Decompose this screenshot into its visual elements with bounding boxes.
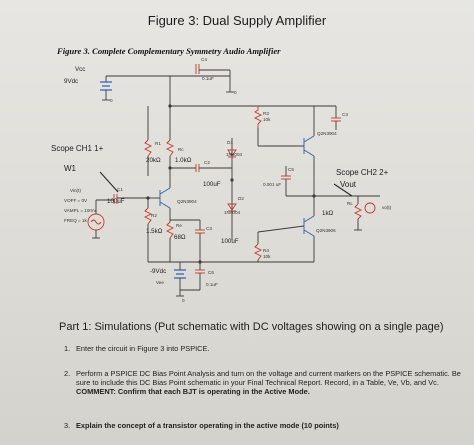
c6-name: C6 [208, 270, 214, 275]
wire [257, 225, 305, 233]
r3-value: 10k [263, 117, 271, 122]
c3-name: C3 [342, 112, 348, 117]
vee-label: Vee [156, 280, 164, 285]
transistor-lead [159, 201, 171, 209]
r1-name: R1 [155, 141, 161, 146]
task-number: 1. [64, 344, 71, 353]
vcc-label: Vcc [75, 66, 86, 73]
part1-heading: Part 1: Simulations (Put schematic with … [59, 321, 444, 333]
d1-value: 1N4004 [226, 152, 243, 157]
freq-label: FREQ = 1k [64, 218, 87, 223]
vout-label: Vout [340, 180, 357, 189]
q3-name: Q2N3904 [317, 131, 337, 136]
r2-name: R2 [151, 213, 157, 218]
c2-value: 100uF [203, 181, 221, 188]
r1-value: 20kΩ [146, 157, 161, 164]
transistor-lead [303, 229, 315, 237]
sine-wave [90, 219, 102, 225]
task-body: Perform a PSPICE DC Bias Point Analysis … [76, 369, 464, 396]
task-number: 3. [64, 421, 71, 430]
r2-value: 1.5kΩ [146, 228, 163, 235]
resistor [165, 221, 175, 239]
scope-ch2-label: Scope CH2 2+ [336, 168, 389, 177]
task-bold-text: Explain the concept of a transistor oper… [76, 421, 339, 430]
diode [227, 203, 237, 211]
c1-value: 100uF [107, 198, 125, 205]
transistor-lead [303, 135, 315, 143]
junction-dot [198, 260, 202, 264]
vin-name: Vin(t) [70, 188, 81, 193]
q2-name: Q2N3906 [316, 228, 336, 233]
junction-dot [312, 194, 316, 198]
scope-ch1-label: Scope CH1 1+ [51, 144, 104, 153]
r4-name: R4 [263, 248, 269, 253]
task-number: 2. [64, 369, 71, 378]
c2-name: C2 [204, 160, 210, 165]
d2-value: 1N4004 [224, 210, 241, 215]
rc-name: Rc [178, 147, 184, 152]
c3b-name: C3 [206, 226, 212, 231]
transistor-lead [159, 187, 171, 195]
diode [227, 149, 237, 157]
vcc-value: 9Vdc [64, 78, 79, 85]
rl-value: 1kΩ [322, 210, 334, 217]
vampl-label: VAMPL = 10mV [64, 208, 97, 213]
resistor [253, 106, 263, 128]
w1-label: W1 [64, 164, 76, 173]
amplifier-schematic [87, 64, 380, 297]
r4-value: 10k [263, 254, 271, 259]
d2-name: D2 [238, 196, 244, 201]
task-text: Perform a PSPICE DC Bias Point Analysis … [76, 369, 461, 387]
junction-dot [168, 166, 172, 170]
resistor [253, 243, 263, 261]
q1-name: Q2N3904 [177, 199, 197, 204]
ground-label: 0 [110, 98, 113, 103]
task-body: Explain the concept of a transistor oper… [76, 421, 464, 430]
c6-value: 0.1uF [206, 282, 218, 287]
c4-value: 0.1uF [202, 76, 214, 81]
re-name: Re [176, 223, 182, 228]
resistor [165, 139, 175, 157]
resistor [143, 139, 153, 157]
task-text: Enter the circuit in Figure 3 into PSPIC… [76, 344, 210, 353]
junction-dot [146, 196, 150, 200]
scope-probe-wire [99, 171, 119, 193]
transistor-lead [303, 149, 315, 157]
c5-name: C5 [288, 167, 294, 172]
c3b-value: 100uF [221, 238, 239, 245]
transistor-lead [303, 215, 315, 223]
junction-dot [230, 178, 234, 182]
d1-name: D1 [227, 140, 233, 145]
resistor [143, 207, 153, 225]
c4-name: C4 [201, 57, 207, 62]
junction-dot [168, 104, 172, 108]
r3-name: R3 [263, 111, 269, 116]
rc-value: 1.0kΩ [175, 157, 192, 164]
c1-name: C1 [117, 187, 123, 192]
output-marker [364, 202, 376, 214]
c5-value: 0.001 uF [263, 182, 282, 187]
ground-label: 0 [234, 90, 237, 95]
task-comment: COMMENT: Confirm that each BJT is operat… [76, 387, 310, 396]
voff-label: VOFF = 0V [64, 198, 88, 203]
ground-label: 0 [182, 298, 185, 303]
figure-subtitle: Figure 3. Complete Complementary Symmetr… [57, 46, 281, 56]
re-value: 68Ω [174, 234, 186, 241]
vo-label: vo(t) [382, 205, 392, 210]
vee-value: -9Vdc [150, 268, 167, 275]
figure-title: Figure 3: Dual Supply Amplifier [147, 13, 327, 28]
rl-name: RL [347, 201, 353, 206]
resistor [353, 203, 363, 220]
scope-probe-wire [333, 183, 353, 197]
